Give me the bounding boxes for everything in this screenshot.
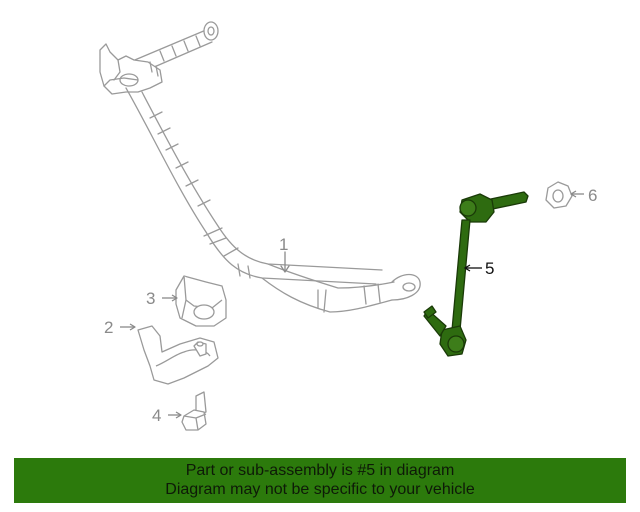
bushing-bracket[interactable]	[120, 323, 219, 385]
callout-2: 2	[104, 318, 113, 337]
link-callout-leader	[463, 264, 482, 272]
callout-1: 1	[279, 235, 288, 254]
callout-6: 6	[588, 186, 597, 205]
stabilizer-bushing[interactable]	[162, 275, 227, 327]
info-banner: Part or sub-assembly is #5 in diagram Di…	[14, 458, 626, 503]
bracket-bolt[interactable]	[168, 391, 207, 431]
banner-line-disclaimer: Diagram may not be specific to your vehi…	[165, 481, 475, 498]
callout-4: 4	[152, 406, 161, 425]
parts-diagram: 1 2 3 4 5 6	[99, 21, 597, 431]
callout-3: 3	[146, 289, 155, 308]
stabilizer-bar[interactable]	[99, 21, 421, 313]
link-nut[interactable]	[545, 181, 584, 209]
banner-line-part: Part or sub-assembly is #5 in diagram	[185, 462, 455, 479]
stabilizer-link[interactable]	[423, 191, 529, 357]
callout-5: 5	[485, 259, 494, 278]
